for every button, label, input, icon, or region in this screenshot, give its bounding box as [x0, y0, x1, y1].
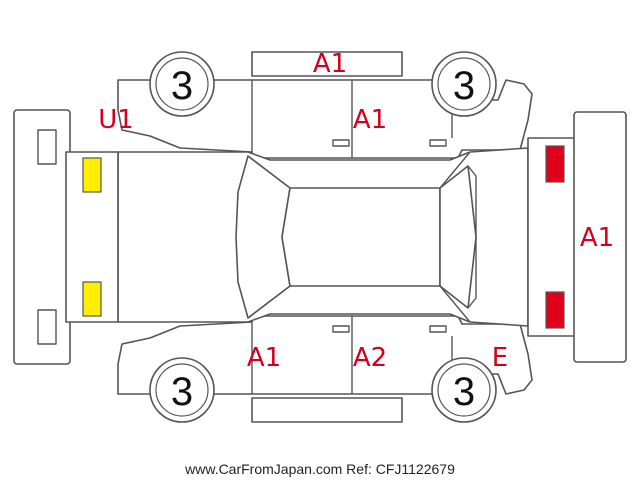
damage-code-rear-bumper: A1: [580, 223, 614, 253]
damage-code-front-left-door: A1: [247, 343, 281, 373]
damage-code-rear-left-quarter: E: [492, 343, 508, 373]
tire-front-right: 3: [149, 51, 215, 117]
fog-light-top: [82, 157, 102, 193]
front-bumper: [13, 109, 71, 365]
watermark-caption: www.CarFromJapan.com Ref: CFJ1122679: [184, 461, 455, 477]
tire-rear-right: 3: [431, 51, 497, 117]
damage-code-front-bumper-right: U1: [98, 105, 134, 135]
damage-code-front-right-door: A1: [353, 105, 387, 135]
left-side-skirt: [251, 397, 403, 423]
tire-front-left: 3: [149, 357, 215, 423]
damage-code-rear-left-door: A2: [353, 343, 387, 373]
right-rear-door-handle: [429, 139, 447, 147]
tire-front-left-grade: 3: [171, 370, 193, 414]
right-front-door-handle: [332, 139, 350, 147]
tire-rear-left: 3: [431, 357, 497, 423]
rear-window: [439, 165, 477, 309]
left-rear-door-handle: [429, 325, 447, 333]
fog-light-bottom: [82, 281, 102, 317]
right-side-skirt: [251, 51, 403, 77]
damage-code-roof-right-edge: A1: [313, 49, 347, 79]
left-front-door-handle: [332, 325, 350, 333]
tire-rear-right-grade: 3: [453, 64, 475, 108]
tire-rear-left-grade: 3: [453, 370, 475, 414]
rear-bumper: [573, 111, 627, 363]
tire-front-right-grade: 3: [171, 64, 193, 108]
tail-light-bottom: [545, 291, 565, 329]
roof: [281, 187, 441, 287]
tail-light-top: [545, 145, 565, 183]
